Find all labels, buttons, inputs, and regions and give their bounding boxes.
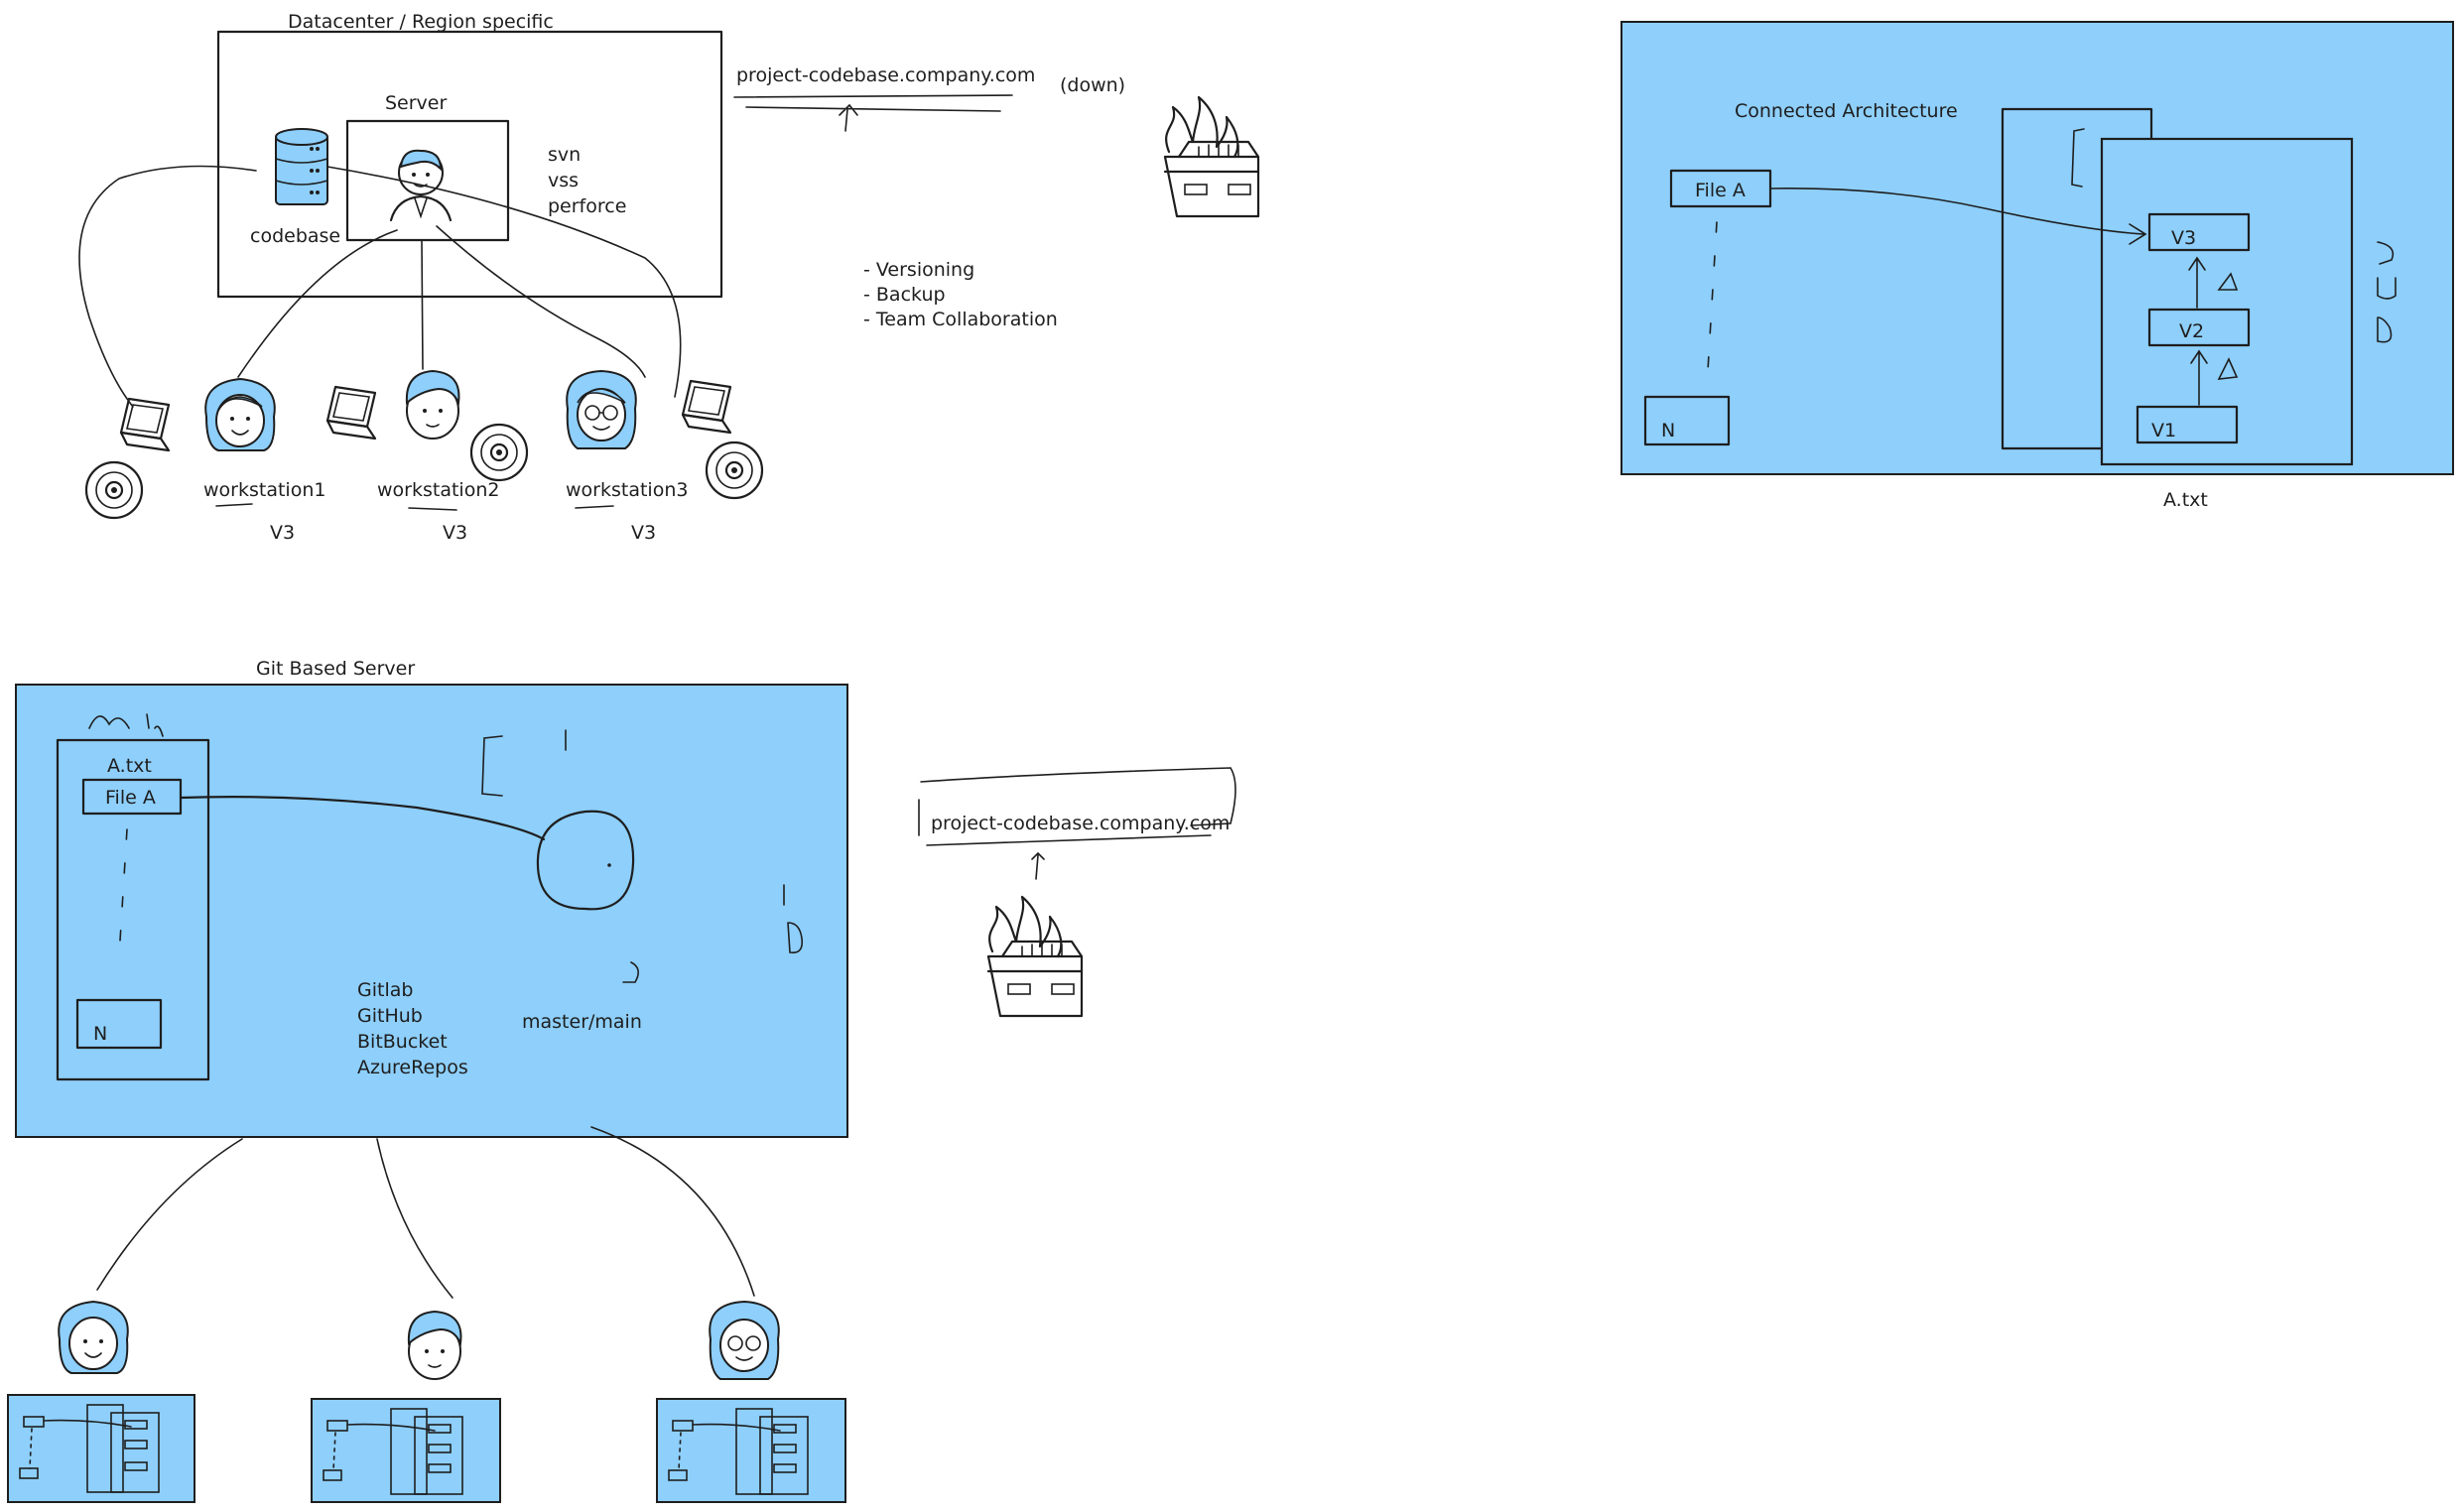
connected-title: Connected Architecture [1735,100,1958,122]
laptop-icon [119,397,171,452]
n-box[interactable] [1643,395,1731,446]
git-n-box[interactable] [75,998,163,1050]
branch-label: master/main [522,1011,642,1033]
url-arrow [1031,851,1045,880]
connector-line [376,1138,454,1299]
laptop-icon [681,379,732,435]
git-file-caption: A.txt [107,755,152,777]
bracket-mark [2071,128,2085,188]
server-box [345,119,510,242]
connector-line [421,239,424,370]
url-top[interactable]: project-codebase.company.com [736,64,1035,86]
dot-mark [607,863,611,867]
connector-line [326,166,682,398]
arrow-file-to-v3 [1769,188,2147,245]
connector-line [237,229,398,378]
fire-server-icon [986,895,1084,1018]
arrow-v2-to-v3 [2188,256,2206,309]
down-label: (down) [1060,74,1125,96]
provider-github: GitHub [357,1005,423,1027]
disc-icon [705,441,764,500]
tool-perforce: perforce [548,195,626,217]
workstation1-version: V3 [270,522,295,544]
client-3 [709,1300,780,1380]
connector-line [96,1138,243,1291]
provider-bitbucket: BitBucket [357,1031,448,1053]
connector-line [590,1126,755,1297]
repo-circle [536,810,635,911]
tool-svn: svn [548,144,581,166]
label-underline [575,505,614,509]
file-a-label: File A [1695,180,1746,201]
feature-versioning: - Versioning [863,259,974,281]
woman-avatar-icon [204,377,276,451]
server-label: Server [385,92,447,114]
git-file-a-label: File A [105,787,156,809]
n-label: N [1661,420,1675,441]
workstation3-label: workstation3 [566,479,688,501]
datacenter-title: Datacenter / Region specific [288,11,554,33]
version-v3-box[interactable] [2147,212,2251,252]
woman-glasses-avatar-icon [566,369,637,449]
workstation2-label: workstation2 [377,479,499,501]
version-v2-box[interactable] [2147,308,2251,347]
dashed-line [118,828,128,957]
label-underline [215,503,253,507]
doodle-mark [88,713,164,737]
provider-gitlab: Gitlab [357,979,413,1001]
workstation1-label: workstation1 [203,479,325,501]
git-server-panel [15,684,848,1138]
arrow-to-repo [179,796,546,841]
workstation2-version: V3 [443,522,467,544]
laptop-icon [325,385,377,441]
history-front-panel [2100,137,2354,466]
version-v3-label: V3 [2171,227,2196,249]
url-underline [733,94,1013,132]
connector-line [436,225,646,378]
label-underline [408,507,457,511]
client-1 [58,1300,129,1374]
git-file-panel [56,738,210,1081]
version-v2-label: V2 [2179,320,2204,342]
client-repo-thumbnail [7,1394,195,1503]
workstation3-version: V3 [631,522,656,544]
client-repo-thumbnail [656,1398,846,1503]
provider-azurerepos: AzureRepos [357,1057,468,1078]
admin-avatar-icon [389,149,453,222]
connector-line [78,165,257,408]
version-v1-box[interactable] [2136,405,2239,444]
git-title: Git Based Server [256,658,415,680]
client-2 [407,1310,462,1380]
url-box [918,767,1236,846]
client-repo-thumbnail [311,1398,501,1503]
dashed-line [1706,221,1718,388]
arrow-v1-to-v2 [2190,349,2208,406]
url-bottom[interactable]: project-codebase.company.com [931,813,1230,834]
tool-vss: vss [548,170,579,191]
connected-caption: A.txt [2163,489,2208,511]
codebase-label: codebase [250,225,340,247]
doodle-mark [2377,241,2397,343]
disc-icon [84,460,144,520]
datacenter-box [216,30,723,299]
database-icon [275,128,328,205]
feature-collaboration: - Team Collaboration [863,309,1058,330]
man-avatar-icon [405,369,460,440]
doodle-mark [481,729,804,983]
git-n-label: N [93,1023,107,1045]
feature-backup: - Backup [863,284,946,306]
version-v1-label: V1 [2151,420,2176,441]
disc-icon [469,423,529,482]
delta-icon [2217,272,2239,380]
fire-server-icon [1163,95,1260,218]
